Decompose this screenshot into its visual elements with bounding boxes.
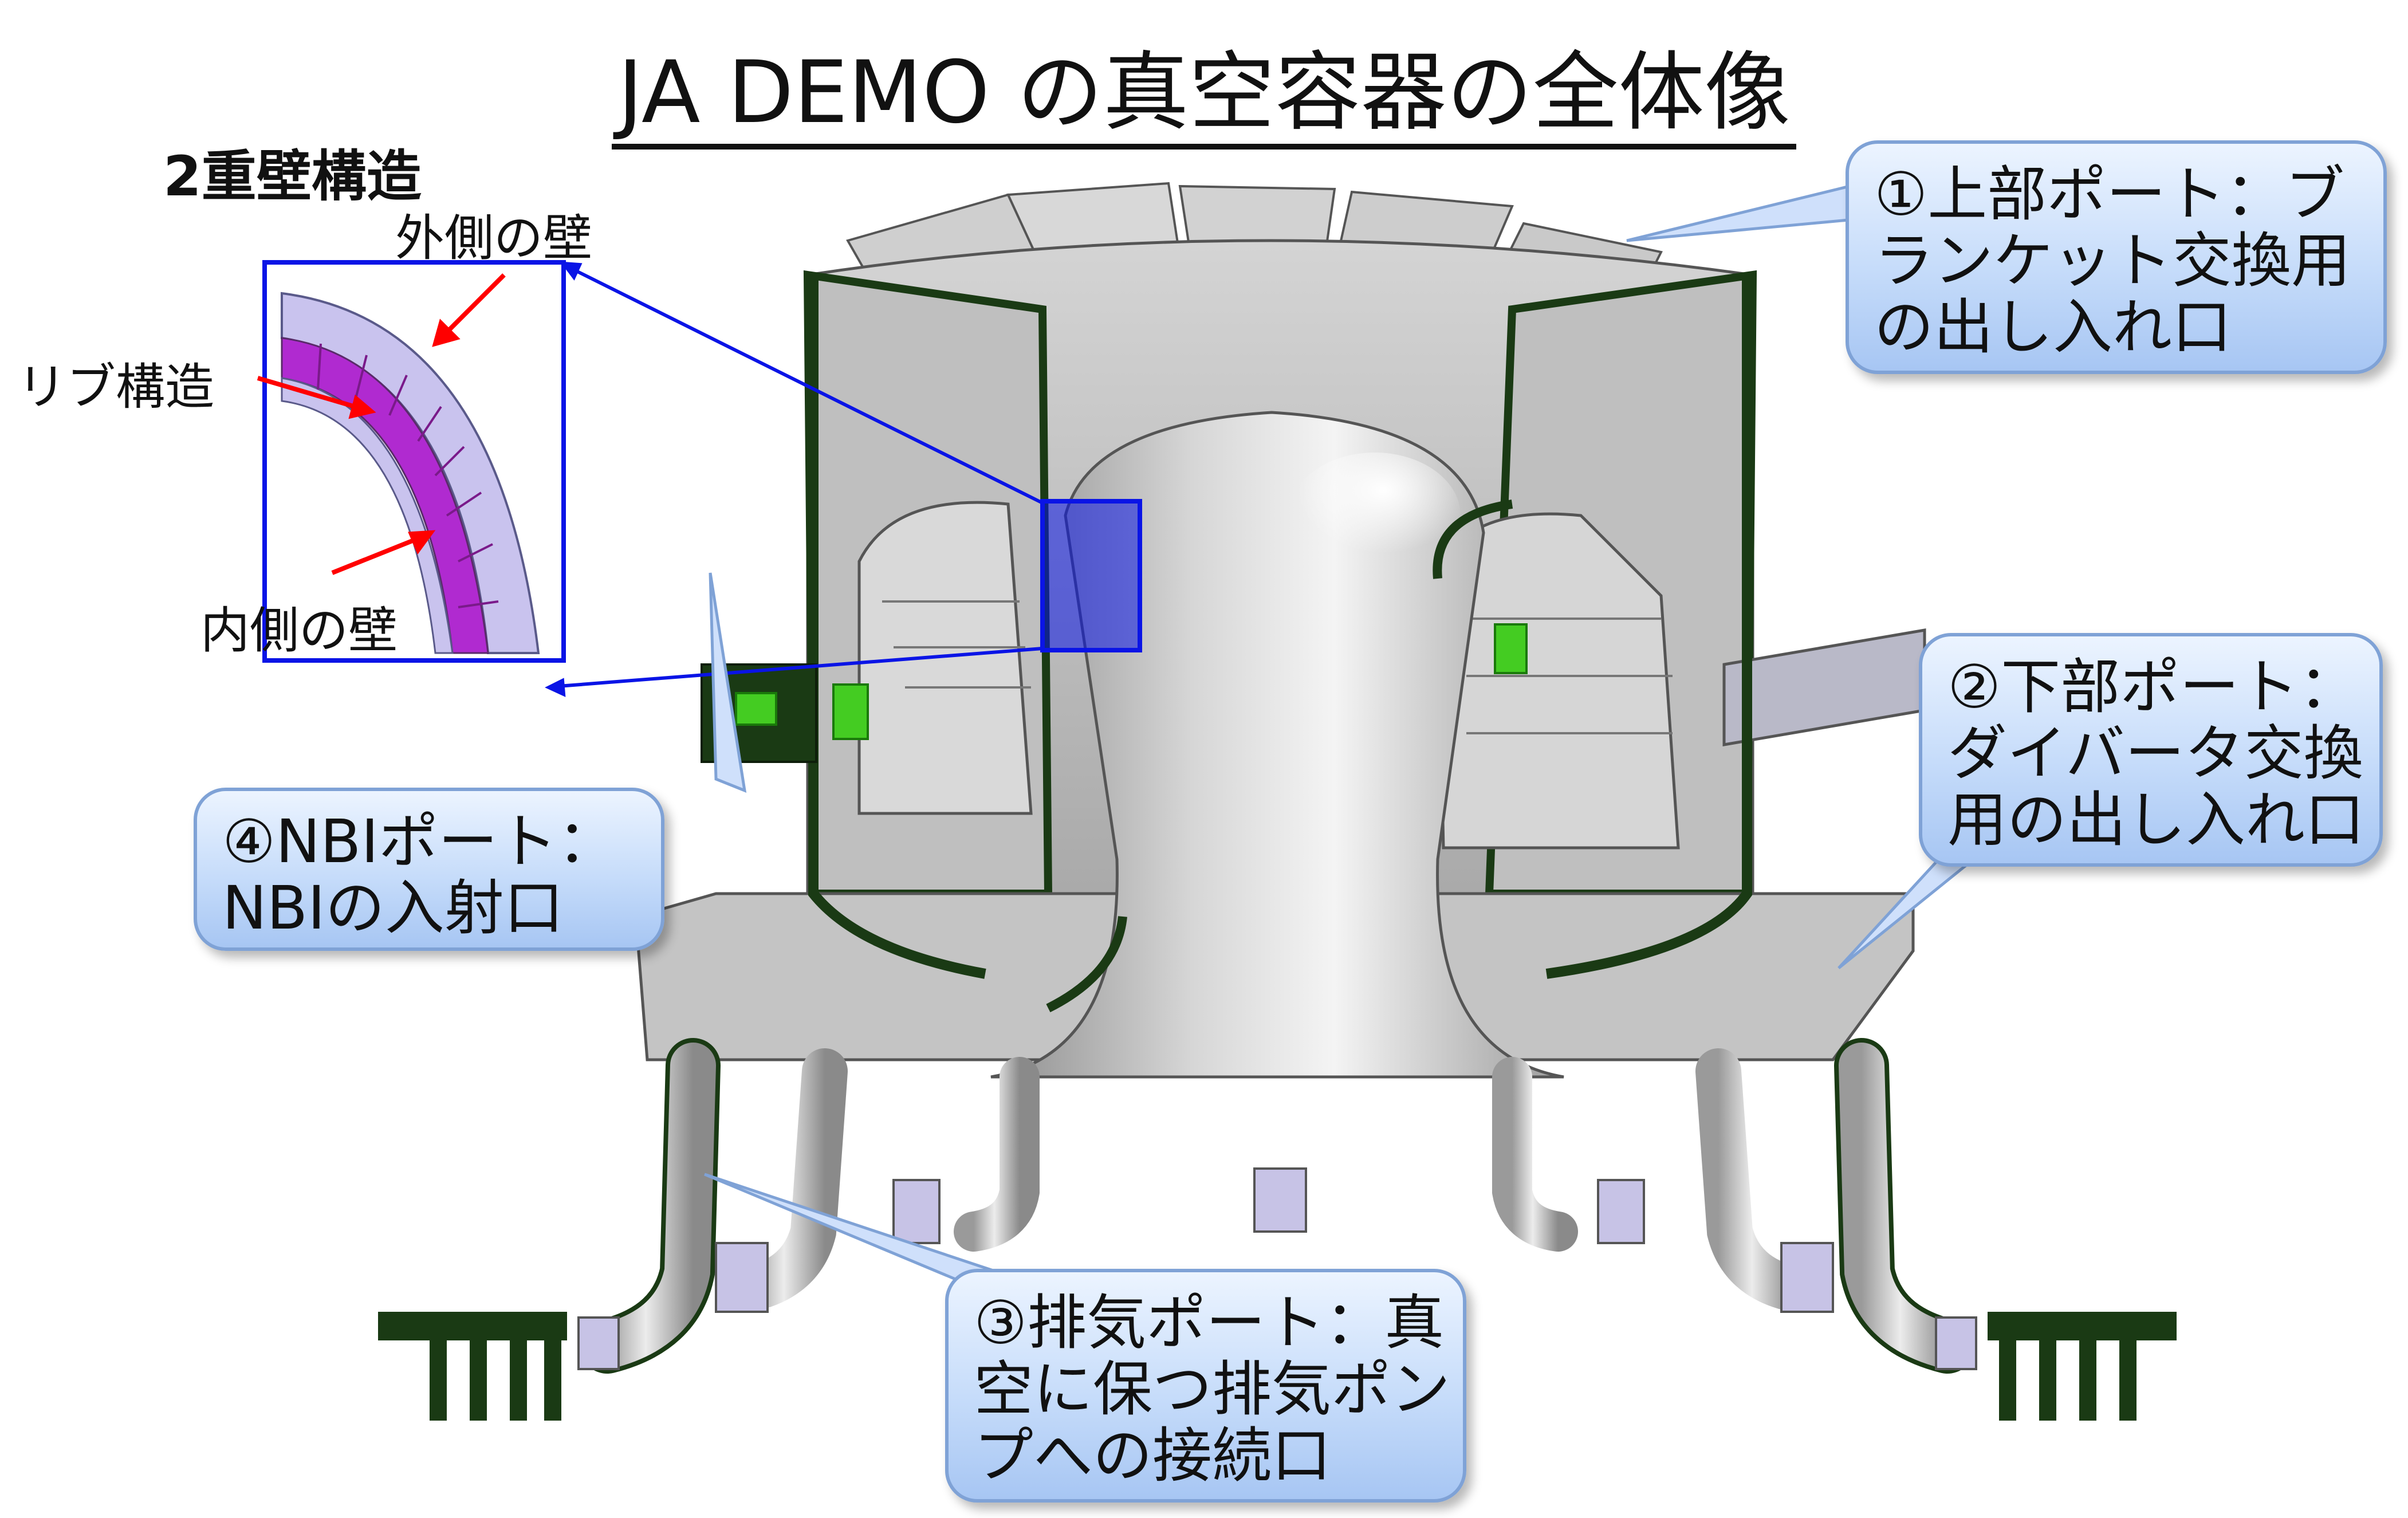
wall-highlight-box bbox=[1040, 499, 1142, 652]
callout-upper-port: ①上部ポート：ブ ランケット交換用 の出し入れ口 bbox=[1846, 140, 2387, 374]
pump-units bbox=[577, 1167, 1977, 1370]
inset-arrows bbox=[257, 273, 506, 575]
inset-heading: 2重壁構造 bbox=[163, 144, 422, 209]
zoom-lines bbox=[545, 261, 1044, 697]
callout-exhaust-port: ③排気ポート：真 空に保つ排気ポン プへの接続口 bbox=[945, 1269, 1466, 1503]
outer-wall-label: 外側の壁 bbox=[395, 210, 592, 267]
double-wall-inset bbox=[262, 260, 566, 663]
left-section bbox=[803, 270, 1053, 898]
page-title: JA DEMO の真空容器の全体像 bbox=[0, 23, 2408, 150]
rib-structure-label: リブ構造 bbox=[17, 359, 214, 416]
callout-nbi-port: ④NBIポート： NBIの入射口 bbox=[194, 788, 664, 951]
inner-wall-label: 内側の壁 bbox=[200, 602, 398, 659]
support-structures bbox=[378, 1312, 2177, 1421]
callout-lower-port: ②下部ポート： ダイバータ交換 用の出し入れ口 bbox=[1919, 633, 2383, 867]
